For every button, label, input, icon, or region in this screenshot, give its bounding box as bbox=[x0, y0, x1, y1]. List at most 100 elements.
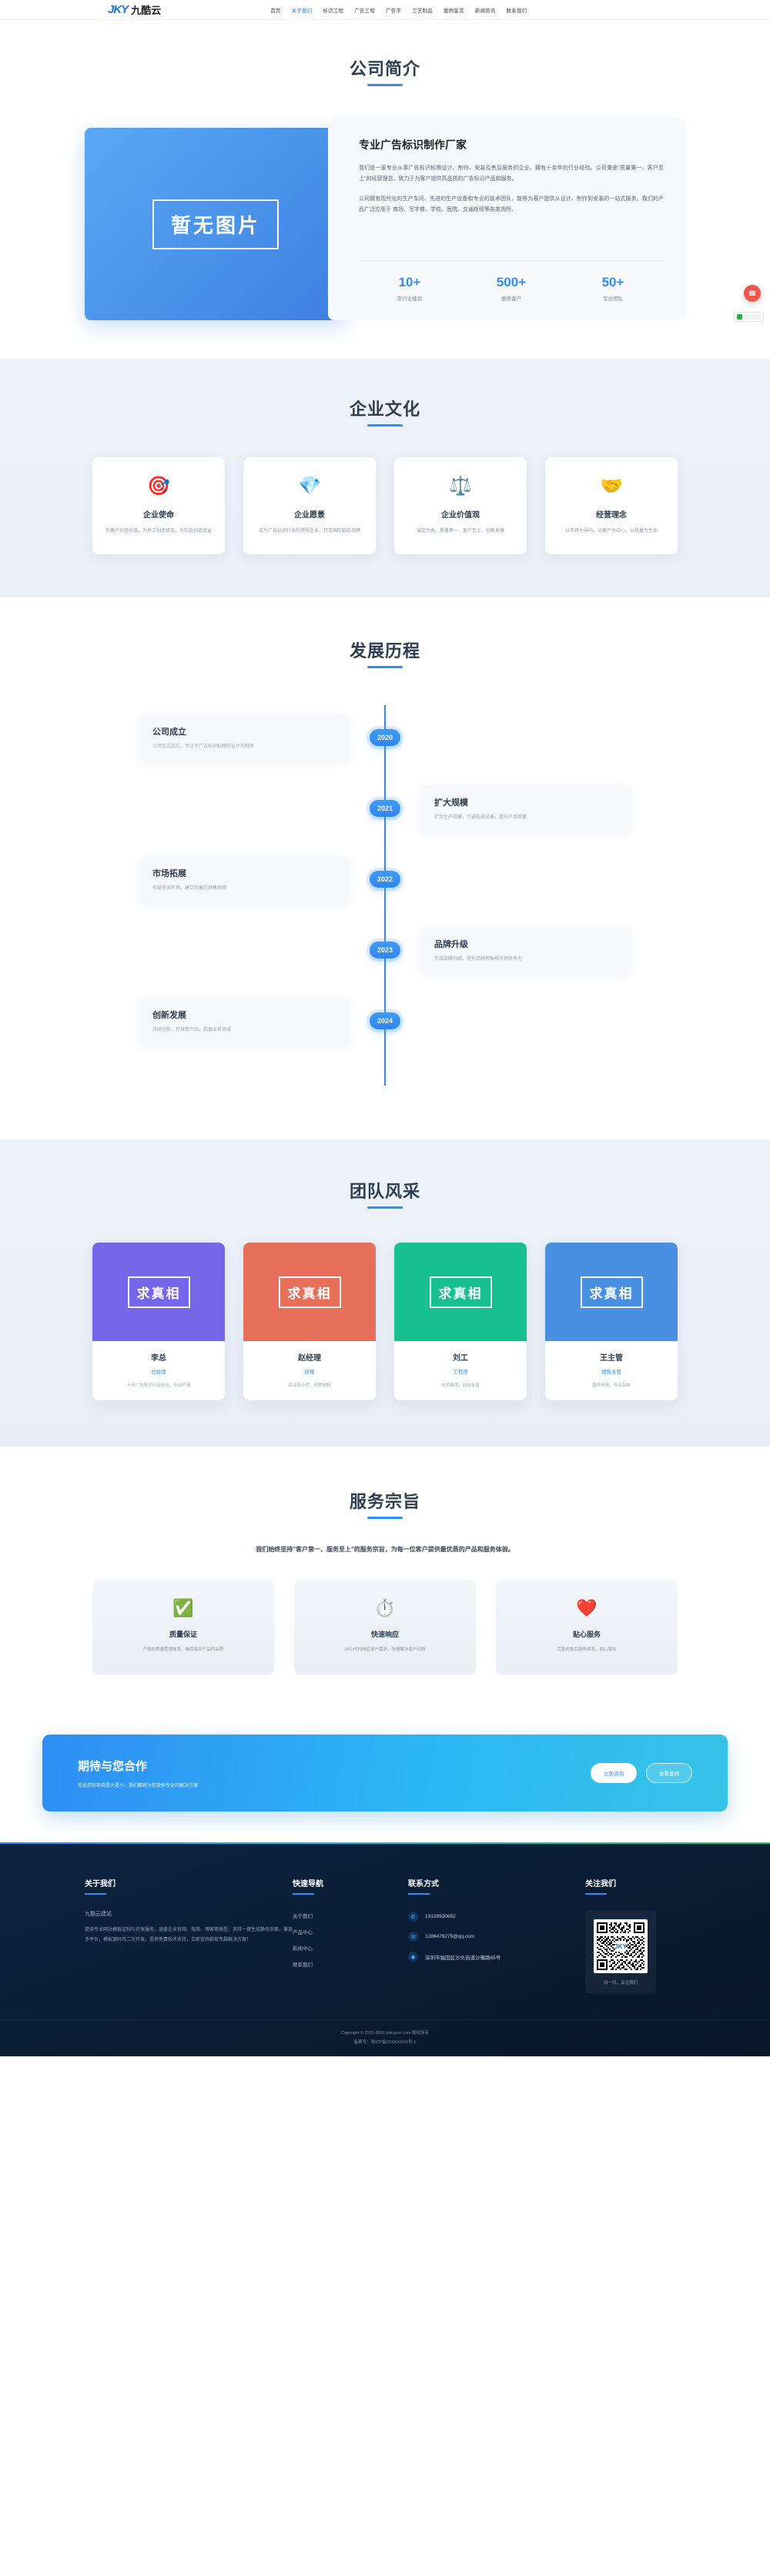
stat-label: 专业团队 bbox=[603, 296, 623, 302]
phone-icon: ✆ bbox=[408, 1912, 418, 1922]
timeline-card[interactable]: 创新发展 持续创新，开发新产品，拓展业务领域 bbox=[139, 997, 350, 1045]
nav-item-craft-products[interactable]: 工艺制品 bbox=[412, 8, 433, 14]
service-card-desc: 24小时内响应客户需求，快速解决客户问题 bbox=[344, 1648, 426, 1653]
team-member-photo: 求真相 bbox=[243, 1243, 376, 1342]
timeline-row: 扩大规模 扩大生产规模，引进先进设备，提升产品质量 2021 bbox=[139, 784, 631, 833]
footer-qr-box: JKY 扫一扫，关注我们 bbox=[585, 1910, 656, 1994]
culture-card-vision[interactable]: 💎 企业愿景 成为广告标识行业的领军企业，打造国际知名品牌 bbox=[243, 457, 376, 555]
footer-quicknav-title: 快速导航 bbox=[293, 1877, 323, 1895]
timeline-card[interactable]: 公司成立 公司正式成立，专注于广告标识标牌的设计与制作 bbox=[139, 714, 350, 761]
team-member-name: 王主管 bbox=[600, 1354, 623, 1363]
team-member-card[interactable]: 求真相 刘工 工程师 技术精湛，经验丰富 bbox=[394, 1243, 527, 1401]
handshake-icon: 🤝 bbox=[600, 476, 623, 497]
footer-link-about[interactable]: 关于我们 bbox=[293, 1914, 313, 1920]
team-member-info: 李总 总经理 十年广告标识行业经验，专业严谨 bbox=[92, 1341, 225, 1400]
service-title: 服务宗旨 bbox=[350, 1488, 420, 1519]
culture-card-title: 企业价值观 bbox=[441, 511, 480, 520]
stopwatch-icon: ⏱️ bbox=[374, 1598, 396, 1618]
culture-card-desc: 诚信为本、质量第一、客户至上、创新发展 bbox=[416, 529, 504, 534]
culture-card-desc: 以市场为导向，以客户为中心，以质量为生命 bbox=[564, 529, 658, 534]
service-card-care[interactable]: ❤️ 贴心服务 完善的售后服务体系，贴心服务 bbox=[496, 1580, 678, 1675]
site-logo[interactable]: JKY 九酷云 bbox=[108, 2, 161, 17]
timeline-card-title: 品牌升级 bbox=[434, 939, 468, 949]
culture-card-title: 企业使命 bbox=[143, 511, 174, 520]
floating-certificate-badge[interactable] bbox=[734, 312, 764, 322]
service-card-title: 贴心服务 bbox=[572, 1631, 601, 1639]
team-member-card[interactable]: 求真相 李总 总经理 十年广告标识行业经验，专业严谨 bbox=[92, 1243, 225, 1401]
stat-label: 服务客户 bbox=[501, 296, 521, 302]
team-member-role: 销售主管 bbox=[601, 1370, 621, 1376]
footer-columns: 关于我们 九酷云建站 提供专业网站模板定制与开发服务，涵盖企业官网、电商、博客等… bbox=[85, 1876, 685, 1994]
cta-button-group: 立即咨询 查看案例 bbox=[591, 1763, 692, 1784]
culture-card-title: 经营理念 bbox=[596, 511, 627, 520]
nav-item-cases[interactable]: 案例鉴赏 bbox=[443, 8, 464, 14]
footer-about-desc: 提供专业网站模板定制与开发服务，涵盖企业官网、电商、博客等类型，支持一键生成静态… bbox=[85, 1928, 293, 1942]
timeline-card-title: 公司成立 bbox=[152, 727, 186, 737]
section-service-purpose: 服务宗旨 我们始终坚持"客户第一、服务至上"的服务宗旨，为每一位客户提供最优质的… bbox=[0, 1447, 770, 1720]
timeline-card[interactable]: 扩大规模 扩大生产规模，引进先进设备，提升产品质量 bbox=[420, 785, 631, 832]
timeline-card-side: 扩大规模 扩大生产规模，引进先进设备，提升产品质量 bbox=[385, 785, 631, 832]
service-lead-text: 我们始终坚持"客户第一、服务至上"的服务宗旨，为每一位客户提供最优质的产品和服务… bbox=[256, 1546, 514, 1554]
timeline-card[interactable]: 品牌升级 完成品牌升级，提升品牌形象和市场竞争力 bbox=[420, 926, 631, 974]
timeline-card-title: 市场拓展 bbox=[152, 868, 186, 878]
footer-contact-title: 联系方式 bbox=[408, 1877, 439, 1895]
culture-card-desc: 成为广告标识行业的领军企业，打造国际知名品牌 bbox=[258, 529, 360, 534]
logo-text: 九酷云 bbox=[131, 5, 162, 16]
footer-contact-address[interactable]: ◉ 深圳市福田区沙头街道沙嘴路65号 bbox=[408, 1952, 585, 1962]
footer-contact-phone[interactable]: ✆ 13128930652 bbox=[408, 1912, 585, 1922]
timeline-year-badge: 2021 bbox=[370, 800, 400, 818]
footer-icp[interactable]: 备案号：粤ICP备20XXXXXX号-1 bbox=[353, 2039, 417, 2045]
stat-item: 500+ 服务客户 bbox=[460, 275, 562, 302]
team-member-desc: 服务热情，专业高效 bbox=[592, 1383, 631, 1389]
email-icon: ✉ bbox=[408, 1932, 418, 1942]
timeline-card-side: 创新发展 持续创新，开发新产品，拓展业务领域 bbox=[139, 997, 385, 1045]
nav-item-about[interactable]: 关于我们 bbox=[291, 8, 313, 14]
nav-item-news[interactable]: 新闻资讯 bbox=[474, 8, 496, 14]
team-member-photo: 求真相 bbox=[545, 1243, 678, 1342]
service-card-desc: 严格的质量管理体系，确保每件产品的品质 bbox=[142, 1648, 224, 1653]
service-card-quality[interactable]: ✅ 质量保证 严格的质量管理体系，确保每件产品的品质 bbox=[92, 1580, 274, 1675]
team-member-card[interactable]: 求真相 赵经理 经理 资深设计师，创意独特 bbox=[243, 1243, 376, 1401]
team-member-role: 经理 bbox=[304, 1370, 315, 1376]
logo-mark-icon: JKY bbox=[108, 3, 129, 16]
service-card-response[interactable]: ⏱️ 快速响应 24小时内响应客户需求，快速解决客户问题 bbox=[294, 1580, 476, 1675]
site-footer: 关于我们 九酷云建站 提供专业网站模板定制与开发服务，涵盖企业官网、电商、博客等… bbox=[0, 1842, 770, 2057]
nav-item-home[interactable]: 首页 bbox=[270, 8, 281, 14]
footer-link-products[interactable]: 产品中心 bbox=[293, 1930, 313, 1936]
culture-card-title: 企业愿景 bbox=[294, 511, 325, 520]
nav-item-ad-letters[interactable]: 广告字 bbox=[386, 8, 402, 14]
consult-now-button[interactable]: 立即咨询 bbox=[591, 1763, 637, 1784]
service-card-desc: 完善的售后服务体系，贴心服务 bbox=[557, 1648, 617, 1653]
team-photo-text: 求真相 bbox=[278, 1276, 341, 1308]
nav-item-signage[interactable]: 标识工程 bbox=[323, 8, 344, 14]
footer-link-contact[interactable]: 联系我们 bbox=[293, 1962, 313, 1969]
footer-about-column: 关于我们 九酷云建站 提供专业网站模板定制与开发服务，涵盖企业官网、电商、博客等… bbox=[85, 1876, 293, 1993]
timeline-card-side: 公司成立 公司正式成立，专注于广告标识标牌的设计与制作 bbox=[139, 714, 385, 761]
view-cases-button[interactable]: 查看案例 bbox=[646, 1763, 692, 1784]
floating-service-button[interactable]: ☎ bbox=[744, 285, 761, 302]
profile-text-panel: 专业广告标识制作厂家 我们是一家专业从事广告标识标牌设计、制作、安装及售后服务的… bbox=[328, 117, 685, 320]
team-member-card[interactable]: 求真相 王主管 销售主管 服务热情，专业高效 bbox=[545, 1243, 678, 1401]
culture-card-desc: 为客户创造价值，为员工创造机会，为社会创造效益 bbox=[105, 529, 212, 534]
footer-contact-email[interactable]: ✉ 1286478275@qq.com bbox=[408, 1932, 585, 1942]
team-member-info: 王主管 销售主管 服务热情，专业高效 bbox=[545, 1341, 678, 1400]
footer-link-news[interactable]: 新闻中心 bbox=[293, 1946, 313, 1952]
svg-text:JKY: JKY bbox=[614, 1942, 628, 1950]
headset-icon: ☎ bbox=[748, 289, 757, 297]
page-root: JKY 九酷云 首页 关于我们 标识工程 广告工程 广告字 工艺制品 案例鉴赏 … bbox=[0, 0, 770, 2056]
footer-brand-name: 九酷云建站 bbox=[85, 1912, 112, 1918]
cta-heading: 期待与您合作 bbox=[78, 1760, 148, 1774]
badge-text-placeholder bbox=[744, 314, 761, 319]
timeline-card[interactable]: 市场拓展 拓展全国市场，建立完善的销售网络 bbox=[139, 855, 350, 903]
stat-value: 500+ bbox=[496, 274, 527, 289]
nav-item-contact[interactable]: 联系我们 bbox=[506, 8, 527, 14]
team-member-desc: 资深设计师，创意独特 bbox=[288, 1383, 331, 1389]
culture-card-philosophy[interactable]: 🤝 经营理念 以市场为导向，以客户为中心，以质量为生命 bbox=[545, 457, 678, 555]
nav-item-ad-engineering[interactable]: 广告工程 bbox=[354, 8, 376, 14]
team-member-desc: 技术精湛，经验丰富 bbox=[441, 1383, 480, 1389]
timeline-row: 品牌升级 完成品牌升级，提升品牌形象和市场竞争力 2023 bbox=[139, 925, 631, 975]
culture-card-values[interactable]: ⚖️ 企业价值观 诚信为本、质量第一、客户至上、创新发展 bbox=[394, 457, 527, 555]
cta-subheading: 无论您的项目是大是小，我们都将为您提供专业的解决方案 bbox=[78, 1784, 199, 1789]
culture-card-mission[interactable]: 🎯 企业使命 为客户创造价值，为员工创造机会，为社会创造效益 bbox=[92, 457, 225, 555]
profile-image-placeholder: 暂无图片 bbox=[85, 128, 346, 320]
